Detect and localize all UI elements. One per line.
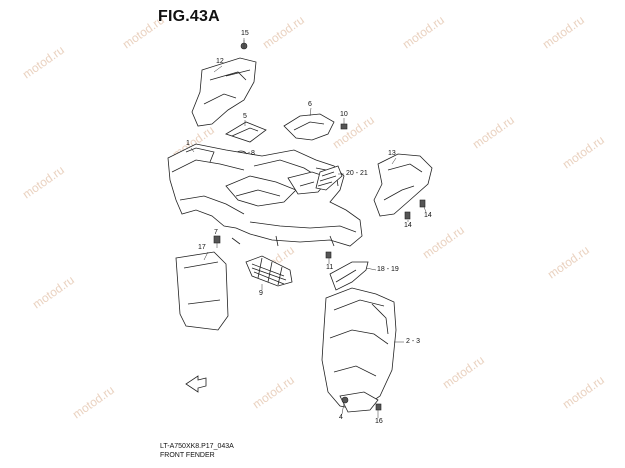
callout-9: 9 <box>259 290 263 297</box>
part-10-clip[interactable] <box>340 123 348 130</box>
part-2-3-inner-fender[interactable] <box>321 287 397 413</box>
callout-6: 6 <box>308 101 312 108</box>
callout-14: 14 <box>404 222 412 229</box>
callout-15: 15 <box>241 30 249 37</box>
callout-12: 12 <box>216 58 224 65</box>
callout-14-b: 14 <box>424 212 432 219</box>
callout-2-3: 2 - 3 <box>406 338 421 345</box>
callout-13: 13 <box>388 150 396 157</box>
part-17-mud-flap[interactable] <box>175 251 229 331</box>
part-18-19-bracket[interactable] <box>329 261 369 291</box>
callout-17: 17 <box>198 244 206 251</box>
callout-1: 1 <box>186 140 190 147</box>
callout-16: 16 <box>375 418 383 425</box>
leader-lines <box>190 38 427 418</box>
callout-18-19: 18 - 19 <box>377 266 399 273</box>
part-1-front-fender[interactable] <box>167 143 363 247</box>
model-code: LT-A750XK8.P17_043A <box>160 443 234 450</box>
section-name: FRONT FENDER <box>160 452 215 459</box>
callout-10: 10 <box>340 111 348 118</box>
part-16-screw[interactable] <box>375 403 382 411</box>
callout-5: 5 <box>243 113 247 120</box>
part-11-clip[interactable] <box>325 251 332 259</box>
callout-11: 11 <box>326 264 334 271</box>
callout-20-21: 20 - 21 <box>346 170 368 177</box>
figure-title: FIG.43A <box>158 8 220 25</box>
part-6-cover[interactable] <box>283 113 335 141</box>
callout-4: 4 <box>339 414 343 421</box>
part-14-bolt[interactable] <box>404 211 411 220</box>
part-14-bolt-2[interactable] <box>419 199 426 208</box>
part-13-side-panel[interactable] <box>373 153 433 217</box>
part-20-21-grille[interactable] <box>315 165 343 191</box>
part-9-vent-grille[interactable] <box>245 255 293 287</box>
part-5-lid[interactable] <box>225 121 267 143</box>
part-12-side-panel[interactable] <box>191 57 257 127</box>
front-direction-arrow-icon <box>185 375 207 393</box>
part-4-screw[interactable] <box>341 396 349 404</box>
part-7-clip[interactable] <box>213 235 221 244</box>
callout-7: 7 <box>214 229 218 236</box>
callout-8: 8 <box>251 150 255 157</box>
